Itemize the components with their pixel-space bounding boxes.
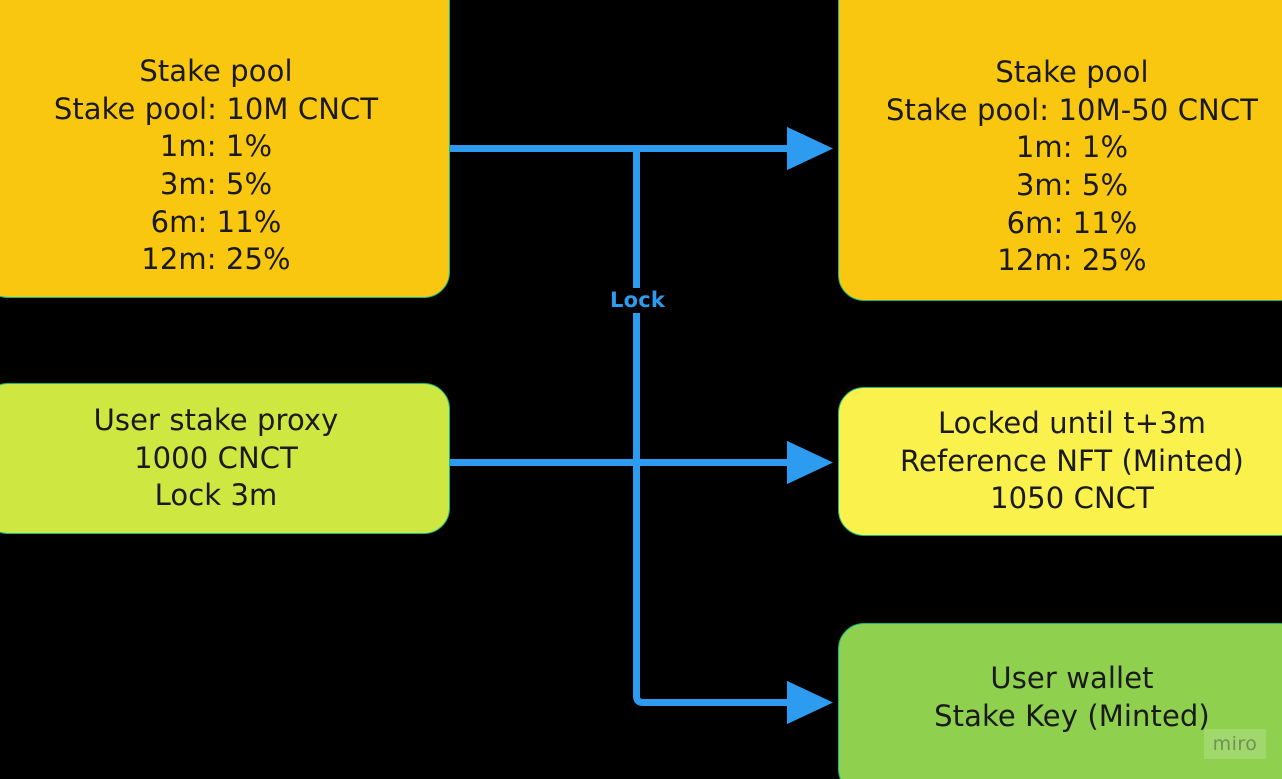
node-text-line: User stake proxy — [93, 402, 339, 437]
node-text-line: Stake pool: 10M-50 CNCT — [885, 92, 1259, 127]
node-text-line: 6m: 11% — [1006, 205, 1138, 240]
node-locked-reference-nft[interactable]: Locked until t+3m Reference NFT (Minted)… — [838, 387, 1282, 536]
node-text-line: Lock 3m — [154, 478, 278, 513]
edge-label-lock[interactable]: Lock — [606, 288, 670, 314]
node-text-line: Stake Key (Minted) — [934, 698, 1210, 733]
node-text-line: 3m: 5% — [159, 166, 273, 201]
node-text-line: 1m: 1% — [1015, 130, 1129, 165]
node-text-line: Stake pool — [139, 53, 293, 88]
node-text-line: Stake pool: 10M CNCT — [53, 91, 379, 126]
node-user-wallet[interactable]: User wallet Stake Key (Minted) — [838, 623, 1282, 779]
miro-watermark: miro — [1204, 729, 1266, 759]
node-stake-pool-after[interactable]: Stake pool Stake pool: 10M-50 CNCT 1m: 1… — [838, 0, 1282, 301]
node-text-line: 1m: 1% — [159, 129, 273, 164]
node-text-line: 6m: 11% — [150, 204, 282, 239]
node-text-line: 1050 CNCT — [990, 481, 1154, 516]
node-text-line: 1000 CNCT — [134, 440, 298, 475]
node-stake-pool-before[interactable]: Stake pool Stake pool: 10M CNCT 1m: 1% 3… — [0, 0, 450, 298]
node-text-line: User wallet — [990, 661, 1154, 695]
connector-lock-trunk-to-user-wallet — [633, 148, 834, 725]
node-text-line: Locked until t+3m — [937, 405, 1207, 440]
node-user-stake-proxy[interactable]: User stake proxy 1000 CNCT Lock 3m — [0, 383, 450, 534]
node-text-line: 3m: 5% — [1015, 167, 1129, 202]
node-text-line: 12m: 25% — [141, 242, 291, 277]
node-text-line: Reference NFT (Minted) — [900, 443, 1244, 478]
node-text-line: 12m: 25% — [997, 243, 1147, 278]
node-text-line: Stake pool — [995, 54, 1149, 89]
